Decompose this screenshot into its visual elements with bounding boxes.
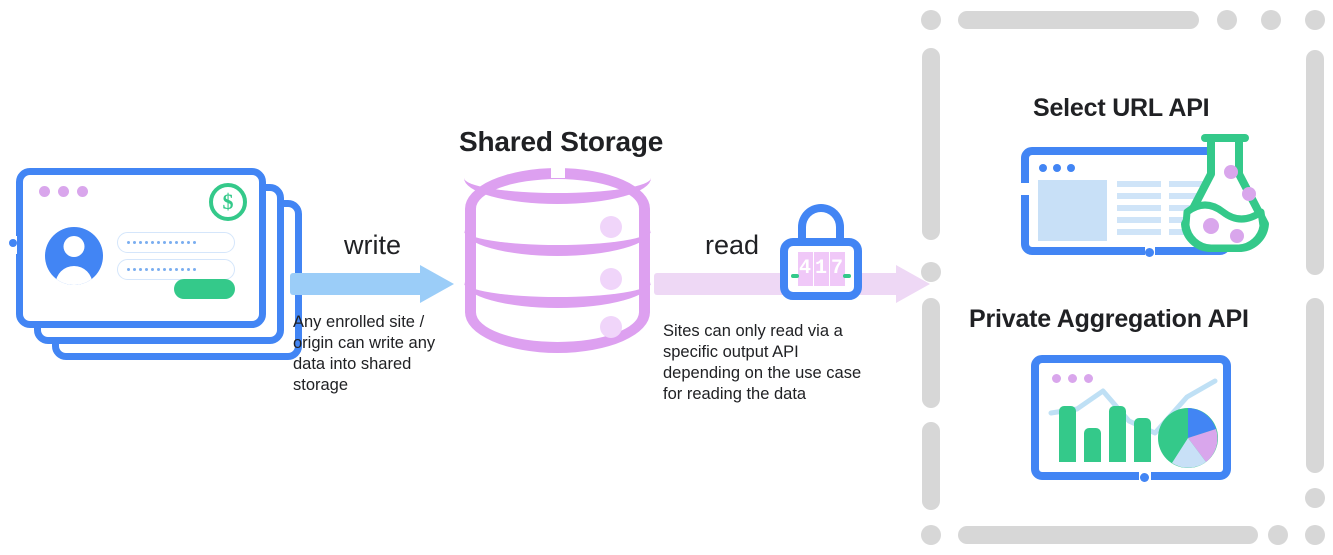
content-block [1038,180,1107,241]
enrolled-sites-stack: $ [8,168,306,368]
titlebar-dot-3 [77,186,88,197]
panel-border-dash-l1 [922,48,940,240]
dollar-sign-label: $ [222,189,234,214]
password-field[interactable] [117,259,235,280]
browser-card-front: $ [16,168,266,328]
private-aggregation-api-title: Private Aggregation API [969,305,1249,333]
write-caption-line-4: storage [293,376,349,394]
flask-icon [1171,132,1279,254]
bar-3 [1109,406,1126,462]
shared-storage-title: Shared Storage [459,126,664,157]
charts-titlebar-dots [1052,374,1093,383]
db-tier-dot-1 [600,216,622,238]
db-tier-dot-2 [600,268,622,290]
panel-border-dash-top [958,11,1199,29]
padlock-dash-right [843,274,851,278]
browser-window-with-charts-icon [1031,355,1236,485]
submit-button[interactable] [174,279,235,299]
database-cylinder-icon [464,162,651,353]
username-field[interactable] [117,232,235,253]
avatar-head [63,236,85,257]
charts-browser-window [1031,355,1231,480]
panel-border-dash-l2 [922,298,940,408]
write-caption-line-2: origin can write any [293,334,436,352]
write-caption: Any enrolled site / origin can write any… [293,312,468,396]
titlebar-dots [39,186,88,197]
panel-border-dot-tr [1305,10,1325,30]
titlebar-dot-1 [39,186,50,197]
read-caption-line-2: specific output API [663,343,799,361]
read-caption-line-4: for reading the data [663,385,807,403]
avatar-body [55,266,93,285]
output-apis-panel: Select URL API [921,10,1325,545]
panel-border-dash-l3 [922,422,940,510]
db-ring-1 [464,178,651,204]
padlock-dash-left [791,274,799,278]
read-caption: Sites can only read via a specific outpu… [663,321,908,405]
panel-border-dot-t2 [1261,10,1281,30]
db-top-gap [550,162,565,178]
padlock-body: 4 1 7 [780,238,862,300]
card-edge-dot [8,239,17,247]
panel-border-dot-tl [921,10,941,30]
read-caption-line-3: depending on the use case [663,364,862,382]
panel-border-dot-r1 [1305,488,1325,508]
panel-border-dot-b1 [1268,525,1288,545]
select-url-api-title: Select URL API [1033,94,1210,122]
bar-2 [1084,428,1101,462]
bar-1 [1059,406,1076,462]
write-arrow-icon [290,265,460,303]
combination-padlock-icon: 4 1 7 [780,204,862,300]
padlock-digit-2: 1 [813,252,829,286]
padlock-digit-1: 4 [797,252,813,286]
db-ring-2 [464,230,651,256]
pie-chart [1158,408,1218,468]
bar-4 [1134,418,1151,462]
panel-border-dot-l1 [921,262,941,282]
read-caption-line-1: Sites can only read via a [663,322,843,340]
panel-border-dash-r2 [1306,298,1324,473]
user-avatar-icon [45,227,103,285]
write-caption-line-3: data into shared [293,355,412,373]
panel-border-dash-bottom [958,526,1258,544]
panel-border-dot-t1 [1217,10,1237,30]
panel-border-dot-br [1305,525,1325,545]
write-caption-line-1: Any enrolled site / [293,313,425,331]
titlebar-dot-2 [58,186,69,197]
padlock-digit-3: 7 [829,252,845,286]
write-label: write [344,230,402,260]
read-label: read [705,230,760,260]
dollar-circle-icon: $ [209,183,247,221]
line-chart [1048,378,1218,436]
panel-border-dash-r1 [1306,50,1324,275]
mini-titlebar-dots [1039,164,1075,172]
panel-border-dot-bl [921,525,941,545]
db-ring-3 [464,282,651,308]
db-tier-dot-3 [600,316,622,338]
browser-window-with-flask-icon [1020,134,1281,260]
